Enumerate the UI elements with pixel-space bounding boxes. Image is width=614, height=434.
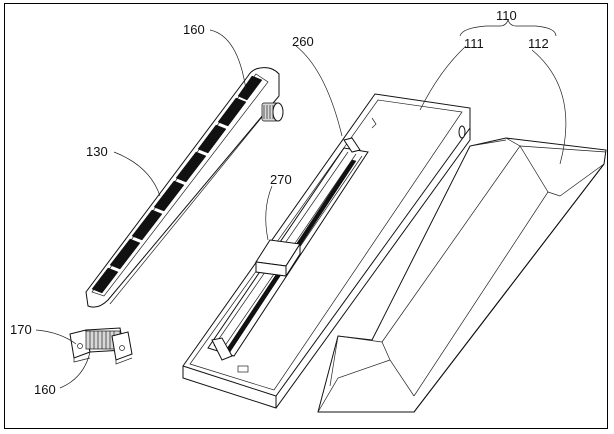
rail-tray-260 <box>182 93 471 409</box>
cover-112 <box>317 137 607 413</box>
label-130: 130 <box>86 144 108 159</box>
label-260: 260 <box>292 34 314 49</box>
bracket-170 <box>69 327 133 365</box>
label-160-bottom: 160 <box>34 382 56 397</box>
leader-lines <box>35 18 567 389</box>
label-170: 170 <box>10 322 32 337</box>
label-112: 112 <box>528 36 549 51</box>
reference-numerals: 160 130 260 270 110 111 112 170 160 <box>10 8 549 397</box>
label-270: 270 <box>270 172 292 187</box>
tube-130 <box>85 67 284 308</box>
label-111: 111 <box>464 36 484 51</box>
label-110: 110 <box>496 8 517 23</box>
label-160-top: 160 <box>183 22 205 37</box>
